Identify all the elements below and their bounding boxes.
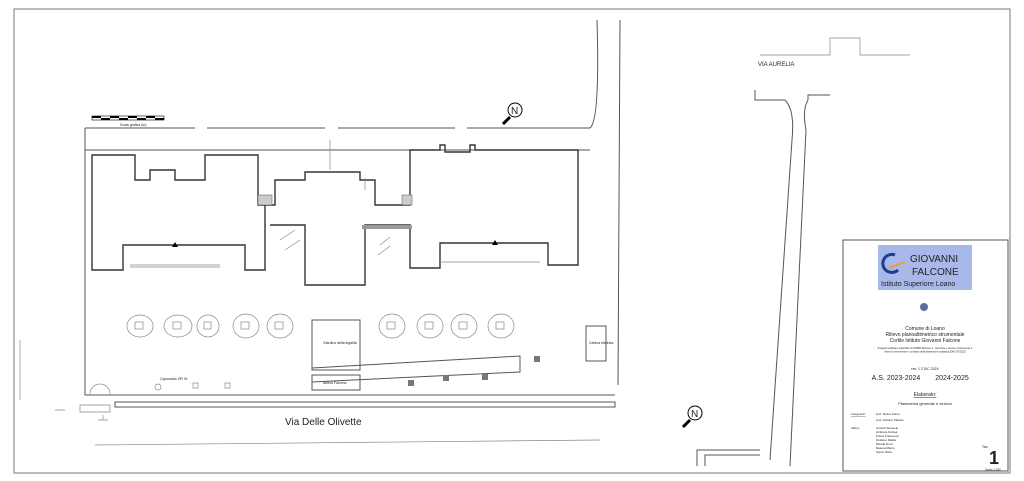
drawing-text: 2024-2025 — [935, 375, 969, 382]
albero-falcone-area — [311, 374, 361, 391]
school-logo — [878, 245, 972, 290]
drawing-text: A.S. 2023-2024 — [872, 375, 921, 382]
drawing-text: Giuliano Mattia — [876, 438, 896, 442]
drawing-text: Planimetria generale e sezioni — [898, 401, 952, 406]
drawing-text: Rasera Marco — [876, 446, 895, 450]
drawing-text: FALCONE — [912, 267, 959, 278]
drawing-text: Arcardi Samuele — [876, 426, 899, 430]
drawing-text: Rilievo planoaltimetrico strumentale — [886, 332, 965, 338]
coat-of-arms-icon — [920, 303, 928, 311]
north-arrow-icon: N — [501, 102, 523, 126]
drawing-text: N — [511, 106, 518, 117]
street-via-aurelia: VIA AURELIA — [758, 62, 794, 68]
drawing-text: Insegnanti: — [851, 412, 866, 416]
drawing-text: Elaborato: — [914, 392, 937, 398]
garden-area — [311, 319, 361, 371]
drawing-text: Tav. — [982, 445, 988, 449]
drawing-text: rev. 1 2 DIC 2024 — [911, 367, 938, 371]
drawing-text: prof. Adriano Patituci — [876, 418, 904, 422]
drawing-text: Spina Tobia — [876, 450, 892, 454]
title-block: GIOVANNI FALCONE Istituto Superiore Loan… — [842, 239, 1009, 472]
sheet-border — [13, 8, 1011, 474]
drawing-text: Caposaldo GR 01 — [160, 377, 188, 381]
north-arrow-icon: N — [681, 405, 703, 429]
drawing-text: Morelli Anna — [876, 442, 893, 446]
street-via-delle-olivette: Via Delle Olivette — [285, 417, 362, 428]
drawing-text: GIOVANNI — [910, 254, 958, 265]
drawing-text: Allievi: — [851, 426, 860, 430]
scale-bar: Scala grafica (m) — [91, 115, 165, 127]
drawing-text: Istituto Superiore Loano — [881, 281, 955, 288]
building-central — [265, 144, 579, 286]
drawing-text: Progetto realizzato nell'ambito del PNRR… — [878, 347, 973, 350]
drawing-text: Comune di Loano — [905, 326, 945, 332]
drawing-text: Giardino della legalità — [323, 341, 357, 345]
drawing-text: Ambrosi Andrea — [876, 430, 898, 434]
drawing-text: 1 — [989, 448, 999, 468]
drawing-text: Cortile Istituto Giovanni Falcone — [890, 338, 961, 344]
electric-cabin — [585, 325, 607, 362]
drawing-text: Scala 1:200 — [985, 468, 1001, 472]
drawing-text: Cabina elettrica — [589, 341, 613, 345]
drawing-text: Albero Falcone — [323, 381, 347, 385]
tree-row — [126, 313, 515, 339]
drawing-text: prof. Rocco Fiano — [876, 412, 900, 416]
drawing-text: Azioni di prevenzione e contrasto della … — [884, 351, 966, 354]
drawing-text: N — [691, 409, 698, 420]
drawing-text: Scala grafica (m) — [120, 123, 146, 127]
building-west — [91, 154, 266, 271]
drawing-text: Fusco Francesco — [876, 434, 899, 438]
